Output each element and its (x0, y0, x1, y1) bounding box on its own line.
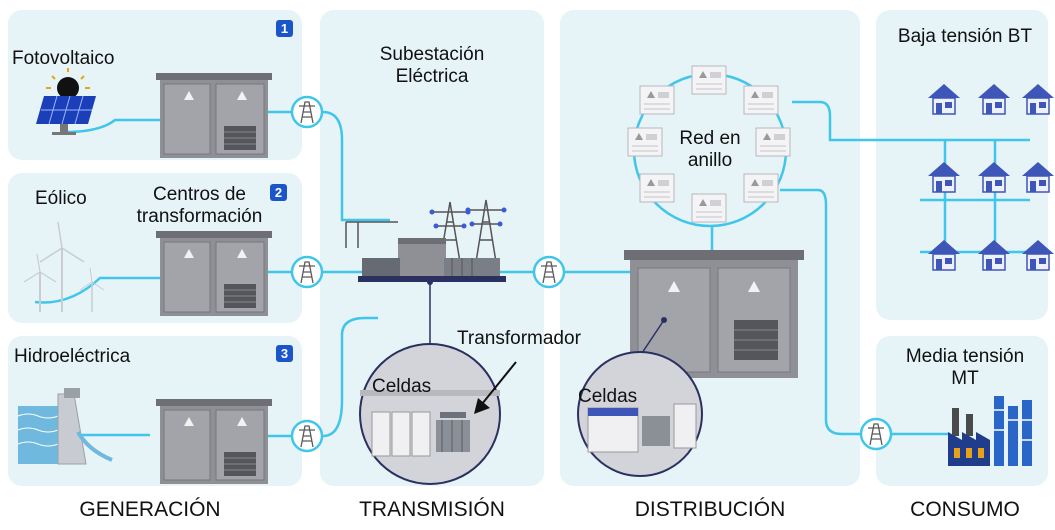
tower-node-1-icon (290, 95, 324, 129)
label-transmission-cells: Celdas (372, 376, 432, 397)
stage-consumption: CONSUMO (910, 498, 1020, 521)
tower-node-2-icon (290, 255, 324, 289)
transformation-center-2 (155, 230, 273, 317)
transformation-center-1 (155, 72, 273, 159)
hydro-dam-icon (17, 388, 113, 465)
label-medium-voltage: Media tensión MT (905, 346, 1025, 389)
wind-turbine-icon (23, 221, 105, 312)
label-substation: Subestación Eléctrica (379, 44, 485, 87)
stage-transmission: TRANSMISIÓN (359, 498, 505, 521)
label-ring-network: Red en anillo (679, 128, 741, 171)
transformation-center-3 (155, 398, 273, 485)
label-low-voltage: Baja tensión BT (897, 26, 1033, 47)
factory-icon (948, 396, 1032, 466)
tower-node-4-icon (532, 255, 566, 289)
label-wind: Eólico (35, 188, 87, 209)
substation-icon (345, 199, 507, 368)
badge-3: 3 (276, 345, 293, 362)
badge-1: 1 (276, 20, 293, 37)
badge-2: 2 (270, 184, 287, 201)
label-transformer: Transformador (457, 328, 581, 349)
label-distribution-cells: Celdas (578, 386, 638, 407)
label-photovoltaic: Fotovoltaico (12, 48, 115, 69)
label-transformation-centers: Centros de transformación (136, 184, 263, 227)
transmission-cells-zoom (359, 343, 501, 485)
distribution-center-icon (624, 250, 804, 378)
solar-panel-icon (36, 68, 96, 135)
tower-node-5-icon (859, 417, 893, 451)
panel-low-voltage (876, 10, 1048, 320)
stage-generation: GENERACIÓN (79, 498, 221, 521)
tower-node-3-icon (290, 419, 324, 453)
distribution-cells-zoom (577, 351, 703, 477)
label-hydroelectric: Hidroeléctrica (14, 346, 131, 367)
houses-icon (927, 83, 1055, 271)
stage-distribution: DISTRIBUCIÓN (634, 498, 786, 521)
transformer-arrow (474, 361, 517, 414)
